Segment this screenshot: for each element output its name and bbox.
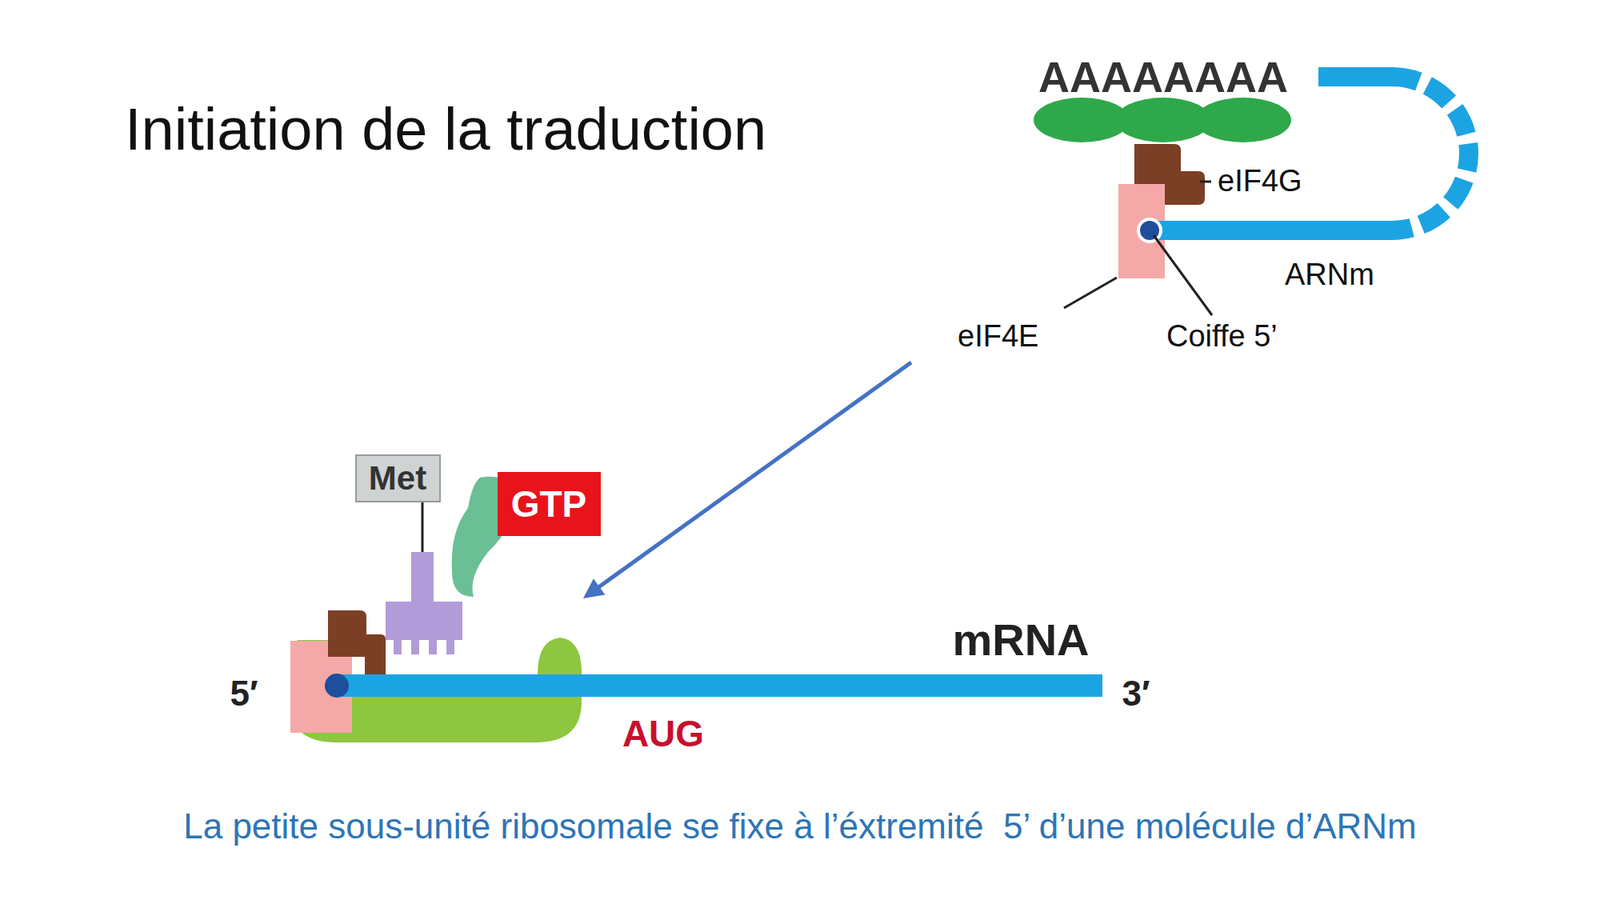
eif4e-shape <box>1118 184 1165 279</box>
node-text: Met <box>368 460 427 497</box>
amino-acid-box: Met <box>355 454 441 503</box>
cap-dot <box>1138 219 1161 242</box>
slide-title: Initiation de la traduction <box>124 94 767 166</box>
pabp-oval <box>1195 97 1292 143</box>
slide-caption: La petite sous-unité ribosomale se fixe … <box>183 805 1417 848</box>
leader-line <box>1200 180 1212 184</box>
aminoacid-bond <box>421 502 424 554</box>
mrna-strand <box>1318 67 1392 87</box>
eif4g-shape <box>328 610 386 675</box>
trna-shape <box>385 552 463 655</box>
molecule-label: ARNm <box>1284 256 1375 294</box>
leader-line <box>1064 277 1117 308</box>
cap-dot <box>324 673 349 698</box>
molecule-label: mRNA <box>952 612 1089 667</box>
end-label: 3′ <box>1121 672 1150 716</box>
factor-label: eIF4E <box>957 318 1039 356</box>
end-label: 5′ <box>229 672 258 716</box>
mrna-strand-dashed <box>1392 76 1469 231</box>
node-text: GTP <box>511 484 588 525</box>
pointer-arrow <box>586 362 912 596</box>
factor-label: eIF4G <box>1217 163 1303 200</box>
gtp-box: GTP <box>497 472 601 536</box>
mrna-strand <box>1152 220 1392 240</box>
codon-label: AUG <box>622 712 704 756</box>
leader-line <box>1153 235 1212 316</box>
mrna-strand <box>336 674 1103 697</box>
polya-tail: AAAAAAAA <box>1038 51 1288 104</box>
cap-label: Coiffe 5’ <box>1166 318 1278 356</box>
